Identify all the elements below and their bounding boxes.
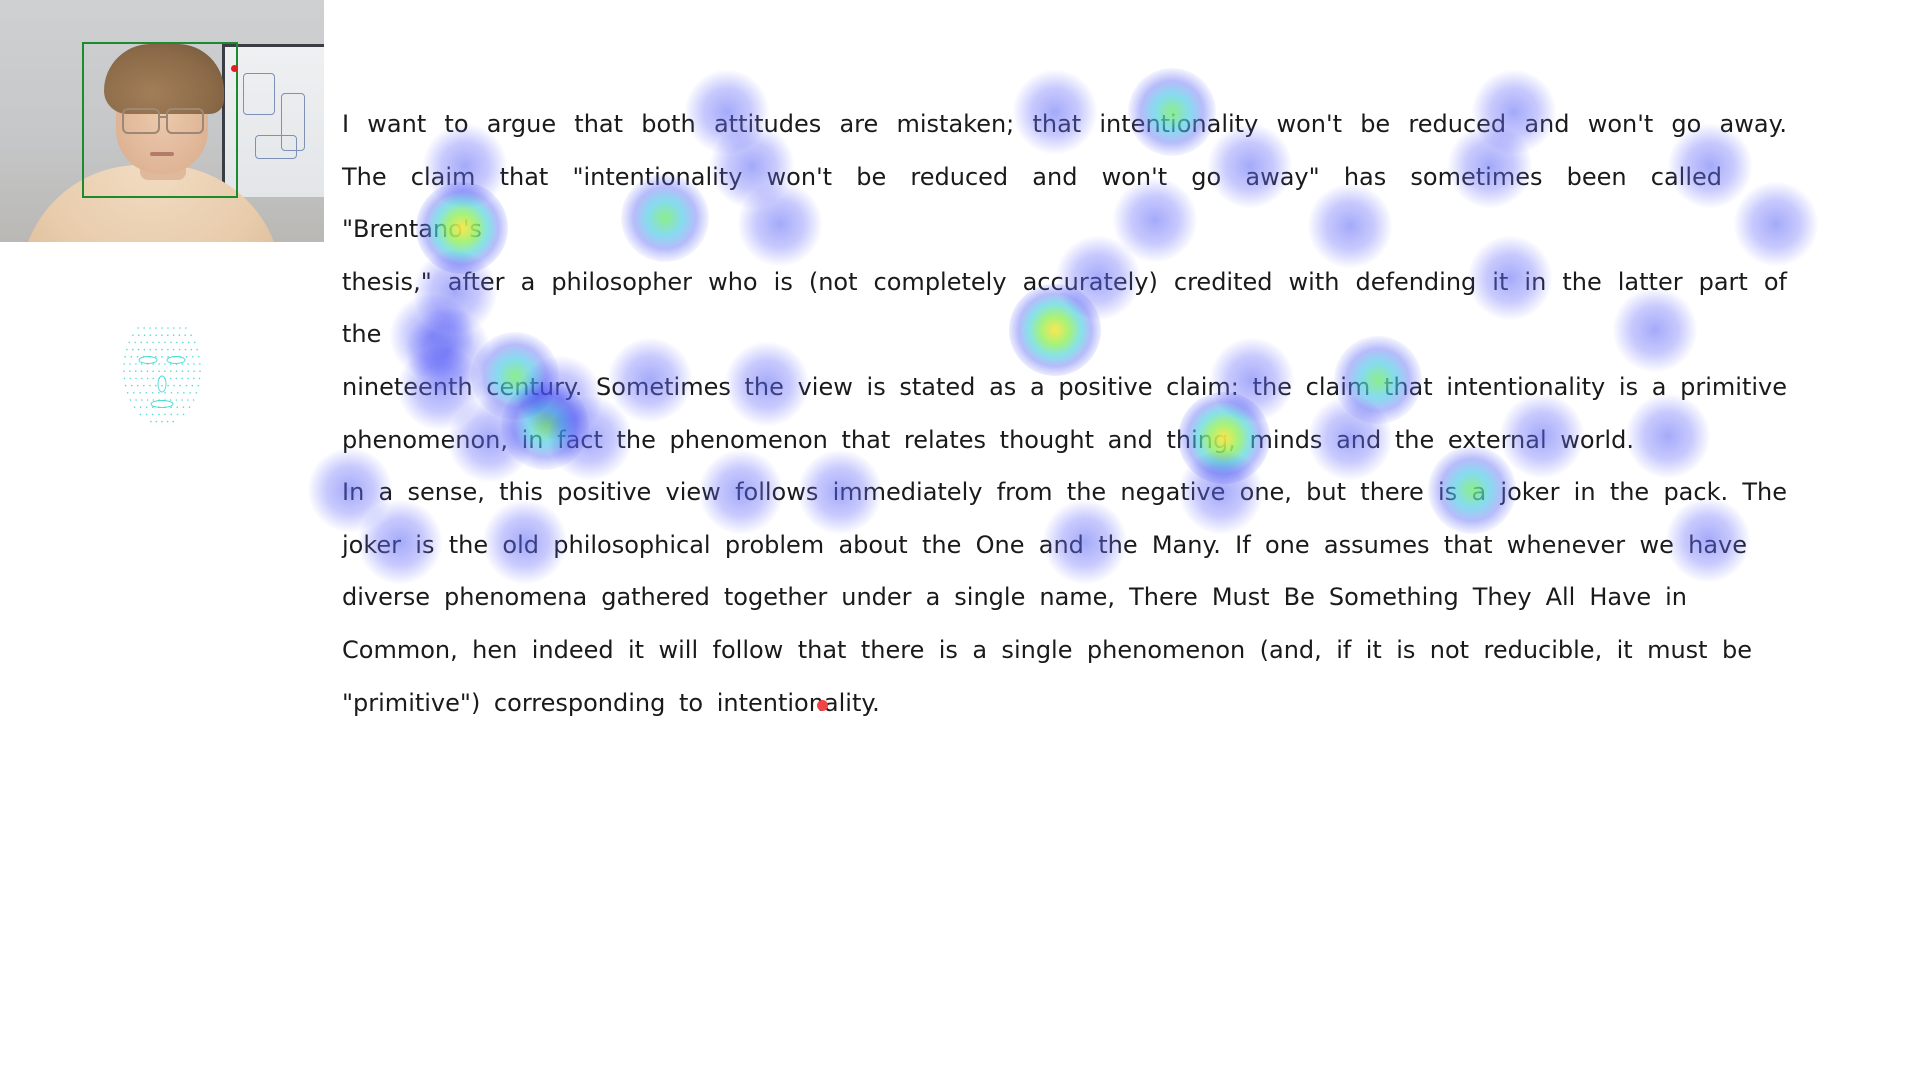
face-landmark-dot <box>231 65 238 72</box>
text-line-4: nineteenth century. Sometimes the view i… <box>342 372 1787 401</box>
face-mesh-icon <box>123 327 201 423</box>
text-line-8: diverse phenomena gathered together unde… <box>342 583 1687 612</box>
text-line-3: thesis," after a philosopher who is (not… <box>342 267 1787 349</box>
webcam-preview <box>0 0 324 242</box>
text-line-9: Common, hen indeed it will follow that t… <box>342 635 1752 664</box>
glasses-right-lens <box>166 108 204 134</box>
text-line-7: joker is the old philosophical problem a… <box>342 530 1747 559</box>
whiteboard-background <box>222 44 324 197</box>
user-hair <box>104 44 224 114</box>
text-line-1: I want to argue that both attitudes are … <box>342 110 1787 138</box>
gaze-point-icon <box>817 700 828 711</box>
text-line-10: "primitive") corresponding to intentiona… <box>342 688 880 717</box>
reading-passage: I want to argue that both attitudes are … <box>342 98 1787 729</box>
face-detection-box <box>82 42 238 198</box>
text-line-2: The claim that "intentionality won't be … <box>342 162 1722 244</box>
glasses-left-lens <box>122 108 160 134</box>
text-line-6: In a sense, this positive view follows i… <box>342 478 1787 507</box>
text-line-5: phenomenon, in fact the phenomenon that … <box>342 425 1634 454</box>
